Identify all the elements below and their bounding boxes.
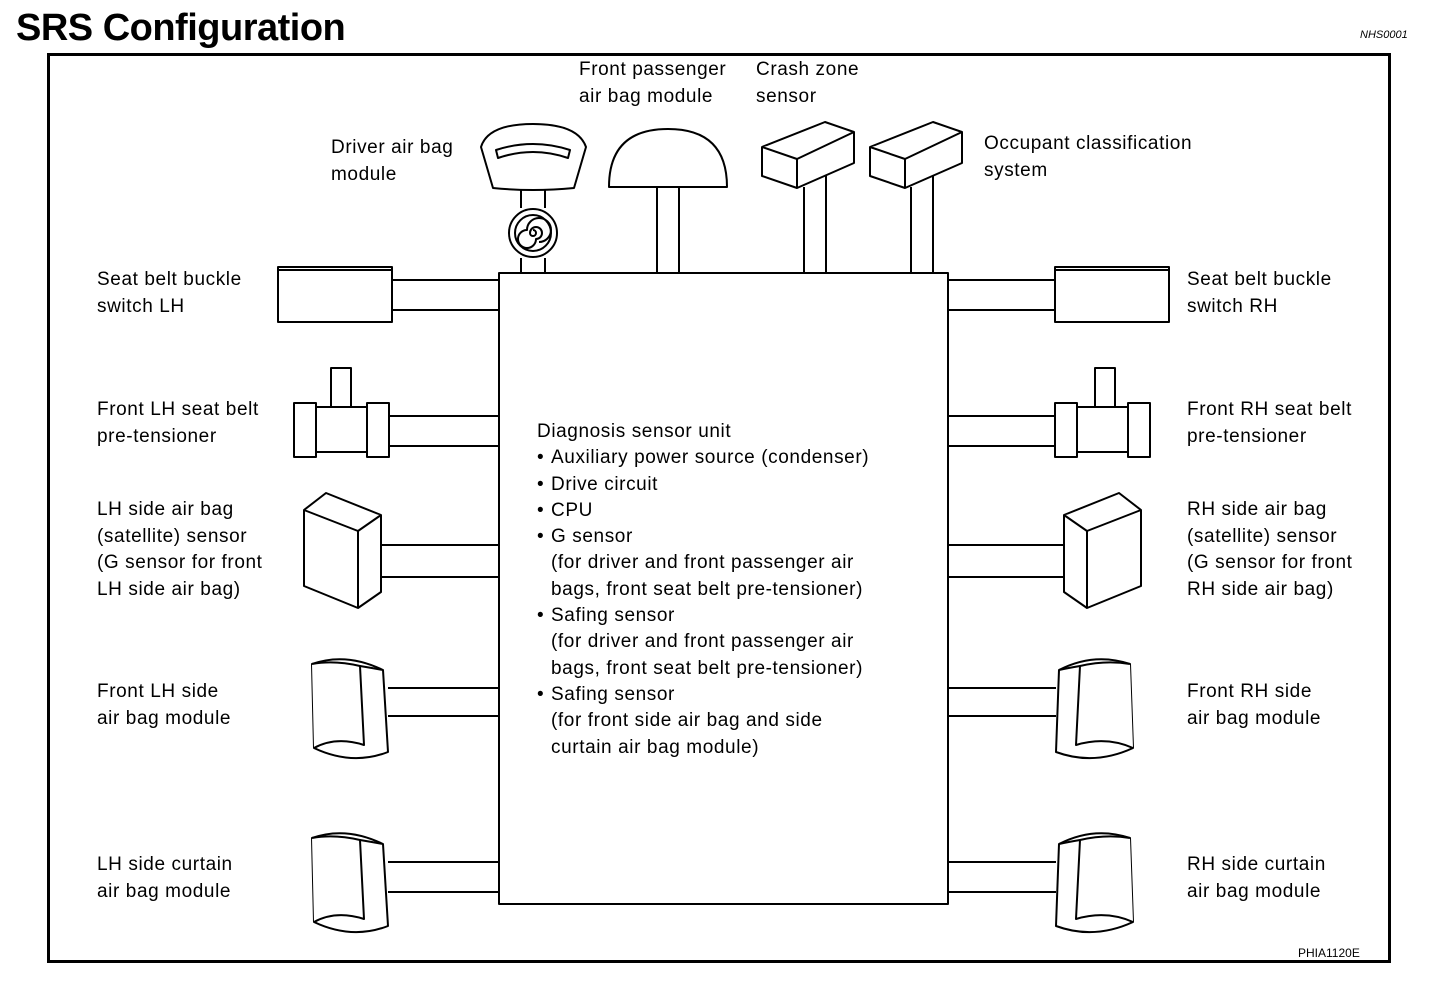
list-item: Auxiliary power source (condenser): [537, 445, 869, 472]
pretensioner-rh-icon: [948, 367, 1151, 458]
pretensioner-lh-icon: [293, 367, 499, 458]
occupant-classification-icon: [869, 121, 963, 189]
passenger-airbag-icon: [608, 128, 728, 188]
diagnosis-unit-heading: Diagnosis sensor unit: [537, 421, 732, 442]
side-airbag-lh-icon: [311, 658, 499, 760]
satellite-sensor-rh-icon: [948, 492, 1142, 609]
label-satellite-sensor-rh: RH side air bag(satellite) sensor(G sens…: [1187, 499, 1353, 600]
list-item: Drive circuit: [537, 472, 869, 499]
driver-airbag-icon: [480, 123, 587, 258]
list-item: G sensor(for driver and front passenger …: [537, 524, 869, 603]
satellite-sensor-lh-icon: [303, 492, 499, 609]
list-item: CPU: [537, 498, 869, 525]
curtain-airbag-lh-icon: [311, 832, 499, 934]
seat-belt-buckle-rh-icon: [948, 266, 1170, 323]
side-airbag-rh-icon: [948, 658, 1134, 760]
diagnosis-sensor-unit-text: Diagnosis sensor unit Auxiliary power so…: [537, 419, 869, 761]
list-item: Safing sensor(for front side air bag and…: [537, 682, 869, 761]
diagnosis-unit-list: Auxiliary power source (condenser) Drive…: [537, 445, 869, 761]
crash-zone-sensor-icon: [761, 121, 855, 189]
top-harness-lines: [520, 175, 934, 273]
diagram-frame: [47, 53, 1391, 963]
label-satellite-sensor-lh: LH side air bag(satellite) sensor(G sens…: [97, 499, 263, 600]
list-item: Safing sensor(for driver and front passe…: [537, 603, 869, 682]
figure-code: PHIA1120E: [1298, 946, 1360, 960]
document-code: NHS0001: [1360, 29, 1408, 41]
curtain-airbag-rh-icon: [948, 832, 1134, 934]
seat-belt-buckle-lh-icon: [277, 266, 499, 323]
page-title: SRS Configuration: [16, 7, 346, 49]
